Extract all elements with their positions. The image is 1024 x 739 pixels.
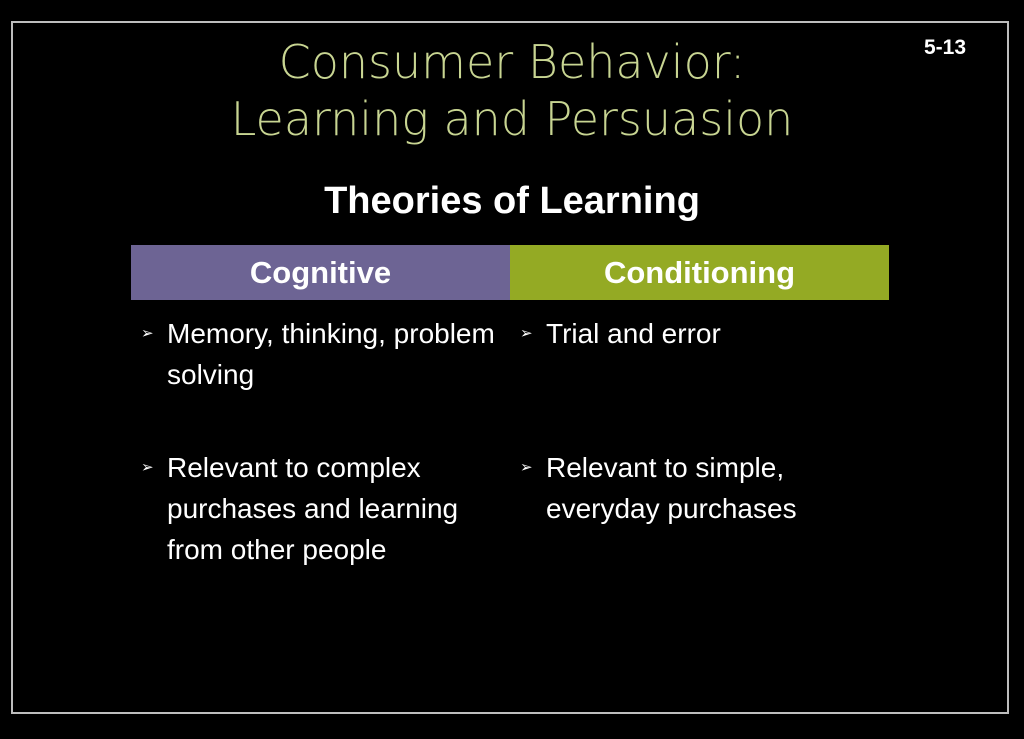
header-conditioning: Conditioning (510, 245, 889, 300)
table-body: ➢ Memory, thinking, problem solving ➢ Re… (131, 300, 889, 622)
theories-table: Cognitive Conditioning ➢ Memory, thinkin… (131, 245, 889, 622)
slide-title-line-2: Learning and Persuasion (230, 92, 794, 146)
list-item-text: Relevant to complex purchases and learni… (167, 452, 459, 565)
arrow-bullet-icon: ➢ (520, 325, 533, 342)
arrow-bullet-icon: ➢ (520, 459, 533, 476)
list-item-text: Trial and error (546, 318, 721, 349)
slide-subtitle: Theories of Learning (324, 180, 700, 222)
list-item-text: Memory, thinking, problem solving (167, 318, 495, 390)
table-header-row: Cognitive Conditioning (131, 245, 889, 300)
list-item: ➢ Memory, thinking, problem solving (141, 313, 504, 395)
conditioning-column: ➢ Trial and error ➢ Relevant to simple, … (510, 313, 889, 622)
slide-number: 5-13 (923, 36, 967, 59)
list-item-text: Relevant to simple, everyday purchases (546, 452, 797, 524)
list-item: ➢ Relevant to complex purchases and lear… (141, 447, 504, 570)
list-item: ➢ Trial and error (520, 313, 883, 354)
slide-border (11, 21, 1009, 714)
slide-title: Consumer Behavior: Learning and Persuasi… (0, 34, 1024, 148)
arrow-bullet-icon: ➢ (141, 459, 154, 476)
cognitive-column: ➢ Memory, thinking, problem solving ➢ Re… (131, 313, 510, 622)
list-item: ➢ Relevant to simple, everyday purchases (520, 447, 883, 529)
arrow-bullet-icon: ➢ (141, 325, 154, 342)
slide-title-line-1: Consumer Behavior: (278, 35, 746, 89)
header-cognitive: Cognitive (131, 245, 510, 300)
